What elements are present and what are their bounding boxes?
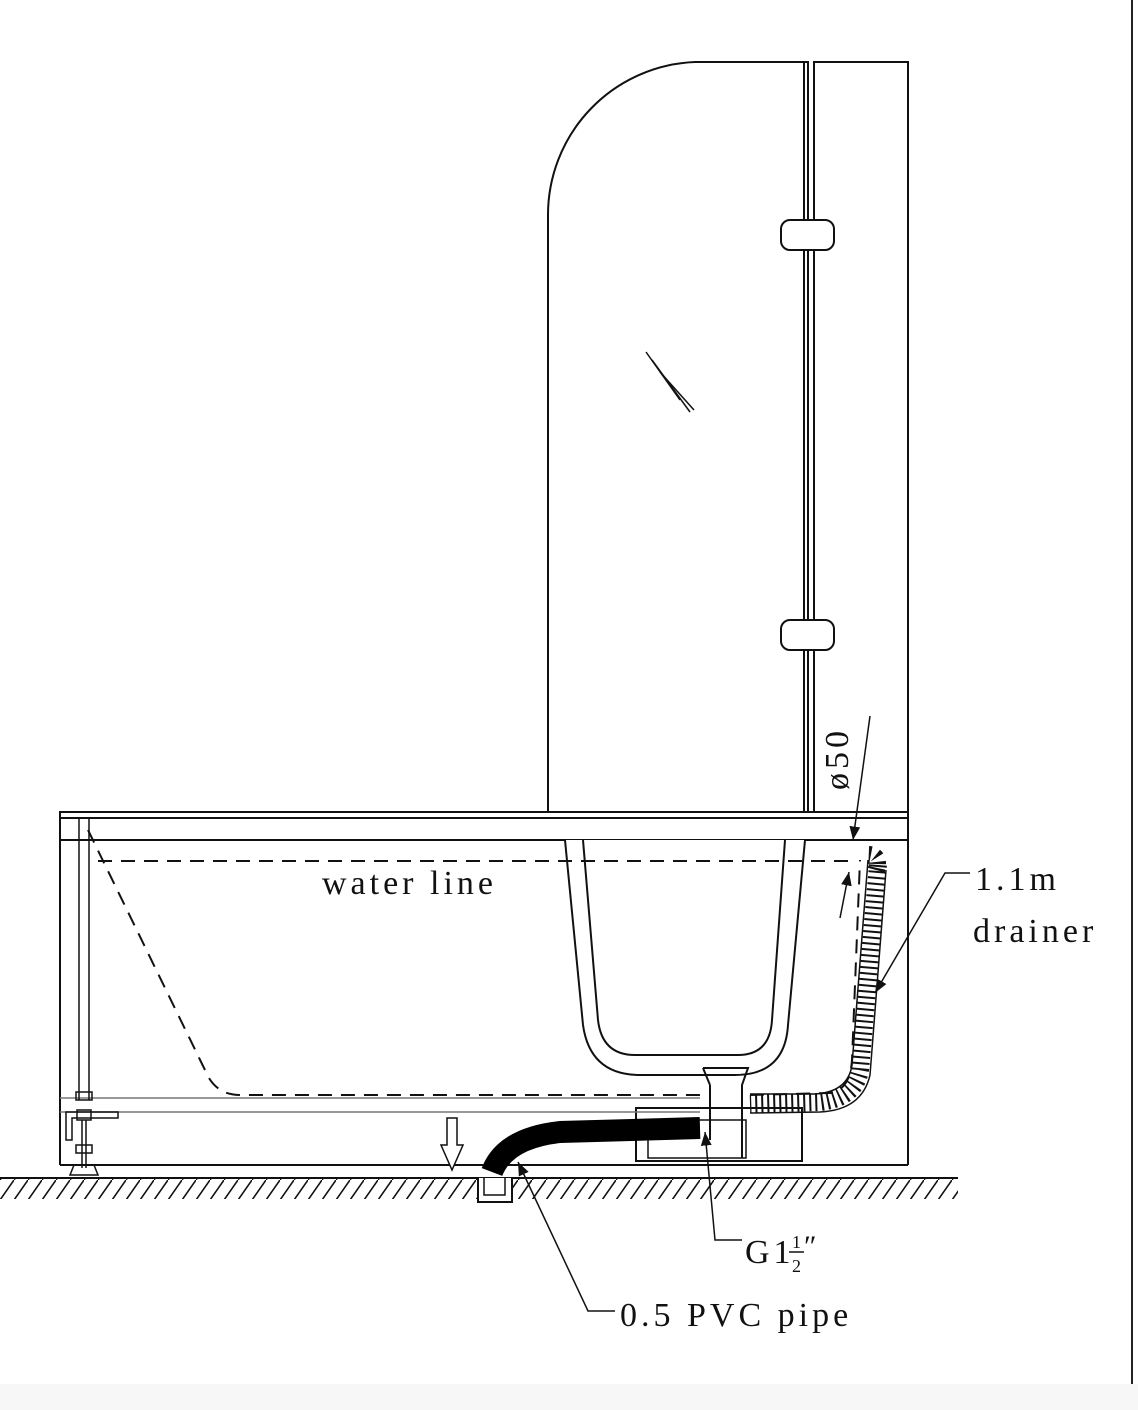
thread-denominator: 2 <box>792 1256 801 1276</box>
floor-drain <box>477 1178 513 1203</box>
hinge-bottom <box>780 619 835 651</box>
glass-screen-panel <box>546 61 809 812</box>
thread-leader <box>700 1131 742 1241</box>
thread-g: G1 <box>745 1234 795 1271</box>
thread-numerator: 1 <box>792 1232 801 1252</box>
tub-seat <box>564 839 806 1076</box>
down-arrow-icon <box>439 1117 465 1172</box>
pvc-pipe <box>481 1117 701 1177</box>
page-right-border <box>1131 0 1133 1384</box>
hinge-top <box>780 219 835 251</box>
water-line-label: water line <box>322 865 497 902</box>
diameter-leader <box>849 715 871 841</box>
page-bottom-band <box>0 1384 1138 1410</box>
pvc-pipe-label: 0.5 PVC pipe <box>620 1297 852 1334</box>
drainer-label: drainer <box>973 913 1097 950</box>
pvc-leader <box>517 1161 615 1312</box>
diameter-label: ø50 <box>819 727 856 790</box>
thread-size-label: G1 1 2 ″ <box>745 1230 817 1276</box>
drainer-hose <box>749 846 887 1113</box>
diameter-leader-2 <box>839 871 852 919</box>
adjustable-leg <box>65 818 119 1176</box>
drainer-leader <box>874 872 970 994</box>
thread-inch-mark: ″ <box>804 1230 817 1263</box>
fixed-glass-panel <box>813 61 909 813</box>
drain-funnel <box>702 1067 750 1158</box>
drainer-hose-edge <box>749 869 887 1114</box>
drainer-length-label: 1.1m <box>975 861 1060 898</box>
drainer-hose-edge <box>750 859 869 1095</box>
